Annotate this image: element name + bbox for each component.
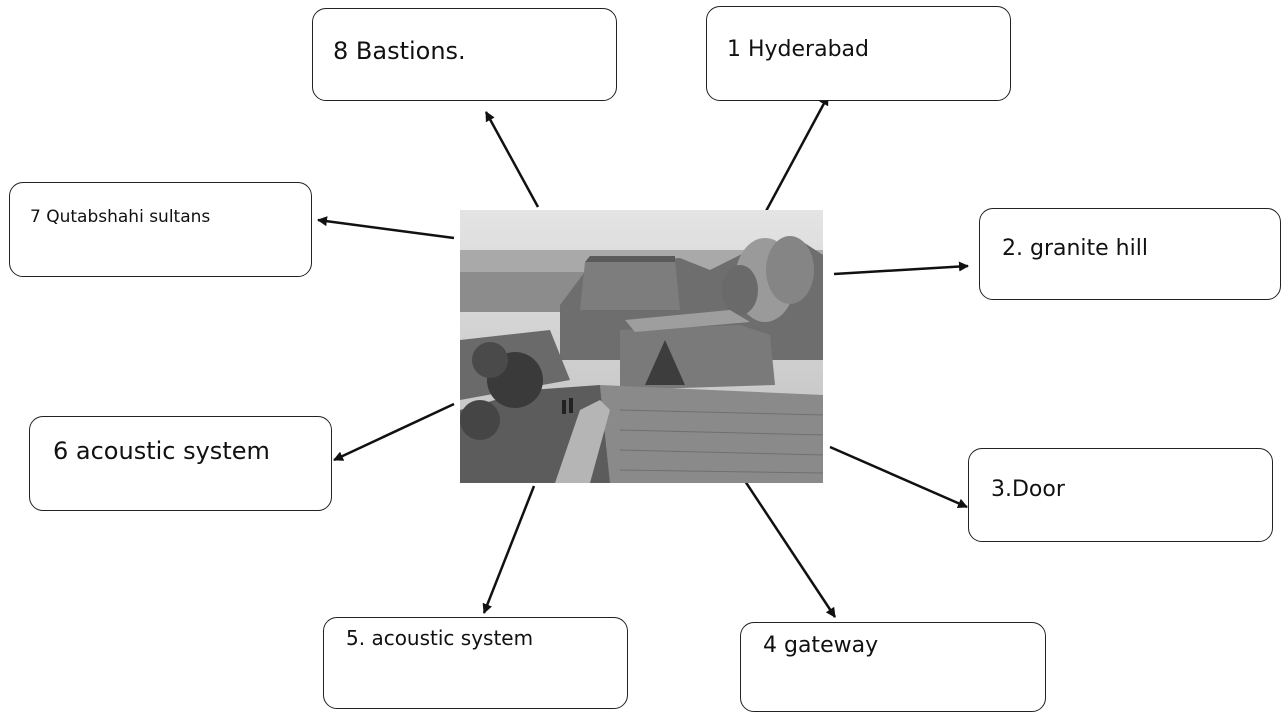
arrow-to-hyderabad bbox=[763, 95, 830, 214]
label-box-5: 5. acoustic system bbox=[323, 617, 628, 709]
label-2: 2. granite hill bbox=[1002, 236, 1148, 261]
label-box-7: 7 Qutabshahi sultans bbox=[9, 182, 312, 277]
arrow-to-qutabshahi bbox=[317, 216, 455, 240]
arrow-to-bastions bbox=[484, 111, 540, 208]
label-5: 5. acoustic system bbox=[346, 626, 534, 650]
label-box-1: 1 Hyderabad bbox=[706, 6, 1011, 101]
label-7: 7 Qutabshahi sultans bbox=[30, 207, 211, 227]
label-8: 8 Bastions. bbox=[333, 37, 466, 65]
label-1: 1 Hyderabad bbox=[727, 37, 869, 62]
label-box-2: 2. granite hill bbox=[979, 208, 1281, 300]
label-6: 6 acoustic system bbox=[53, 437, 270, 465]
label-3: 3.Door bbox=[991, 477, 1065, 502]
label-box-4: 4 gateway bbox=[740, 622, 1046, 712]
label-box-8: 8 Bastions. bbox=[312, 8, 617, 101]
label-4: 4 gateway bbox=[763, 633, 879, 658]
arrow-to-door bbox=[829, 445, 968, 509]
arrow-to-granite-hill bbox=[833, 261, 969, 276]
arrow-to-gateway bbox=[741, 477, 837, 618]
fort-photo bbox=[460, 210, 823, 483]
label-box-3: 3.Door bbox=[968, 448, 1273, 542]
label-box-6: 6 acoustic system bbox=[29, 416, 332, 511]
arrow-to-acoustic-5 bbox=[482, 485, 536, 614]
arrow-to-acoustic-6 bbox=[333, 402, 455, 462]
